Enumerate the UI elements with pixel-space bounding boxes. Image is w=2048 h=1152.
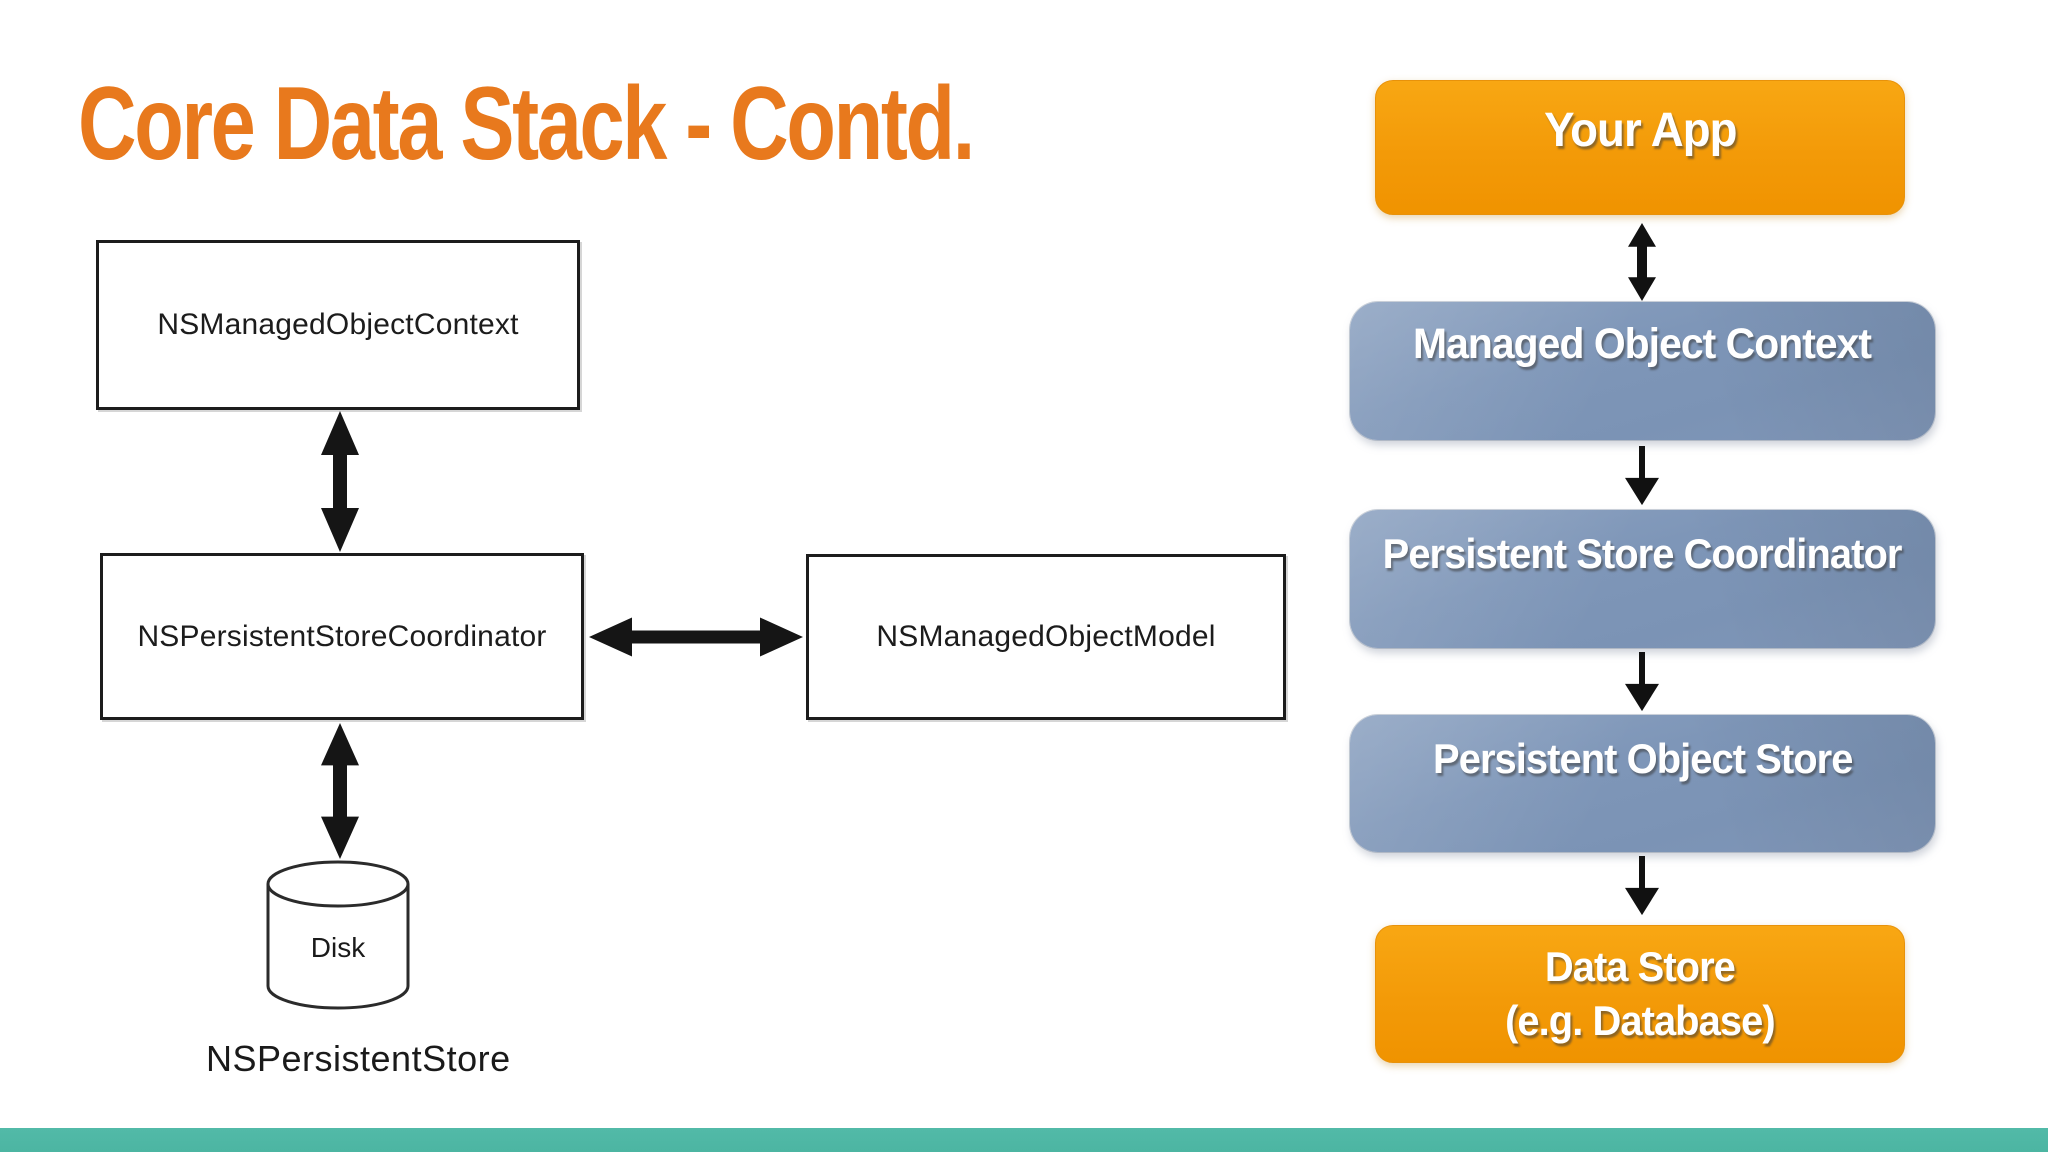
double-arrow-coordinator-disk bbox=[321, 722, 359, 860]
persistent-object-store-node: Persistent Object Store bbox=[1350, 715, 1935, 852]
nsmanagedobjectcontext-box: NSManagedObjectContext bbox=[96, 240, 580, 410]
your-app-label: Your App bbox=[1543, 104, 1737, 157]
data-store-node: Data Store (e.g. Database) bbox=[1375, 925, 1905, 1063]
managed-object-context-node: Managed Object Context bbox=[1350, 302, 1935, 440]
double-arrow-coordinator-model bbox=[589, 617, 803, 657]
nspersistentstorecoordinator-box: NSPersistentStoreCoordinator bbox=[100, 553, 584, 720]
nspersistentstorecoordinator-label: NSPersistentStoreCoordinator bbox=[137, 619, 547, 653]
data-store-label-line2: (e.g. Database) bbox=[1505, 997, 1776, 1044]
slide-title: Core Data Stack - Contd. bbox=[78, 66, 975, 182]
persistent-object-store-label: Persistent Object Store bbox=[1432, 735, 1853, 782]
double-arrow-app-context bbox=[1628, 222, 1656, 302]
managed-object-context-label: Managed Object Context bbox=[1413, 320, 1872, 368]
footer-accent-bar bbox=[0, 1128, 2048, 1152]
double-arrow-context-coordinator bbox=[321, 411, 359, 552]
nsmanagedobjectcontext-label: NSManagedObjectContext bbox=[157, 308, 519, 341]
disk-label: Disk bbox=[310, 932, 366, 963]
down-arrow-context-coordinator bbox=[1625, 446, 1659, 506]
nsmanagedobjectmodel-label: NSManagedObjectModel bbox=[876, 620, 1216, 653]
disk-cylinder-icon bbox=[266, 860, 410, 1010]
down-arrow-store-datastore bbox=[1625, 856, 1659, 916]
nspersistentstore-label: NSPersistentStore bbox=[206, 1038, 511, 1079]
nsmanagedobjectmodel-box: NSManagedObjectModel bbox=[806, 554, 1286, 720]
data-store-label-line1: Data Store bbox=[1544, 943, 1736, 990]
persistent-store-coordinator-node: Persistent Store Coordinator bbox=[1350, 510, 1935, 648]
persistent-store-coordinator-label: Persistent Store Coordinator bbox=[1383, 530, 1903, 577]
your-app-node: Your App bbox=[1375, 80, 1905, 215]
down-arrow-coordinator-store bbox=[1625, 652, 1659, 712]
